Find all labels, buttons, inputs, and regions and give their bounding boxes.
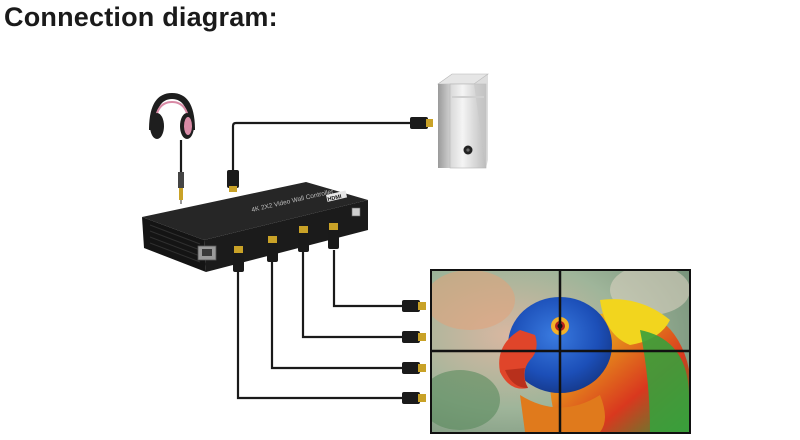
- hdmi-logo: HDMI: [327, 194, 343, 203]
- video-wall-icon: [430, 269, 691, 434]
- hdmi-out-4-connector: [233, 246, 244, 272]
- pc-tower-icon: [437, 73, 489, 169]
- hdmi-pc-connector: [410, 117, 433, 129]
- video-wall-controller: 4K 2X2 Video Wall Controller HDMI: [142, 182, 368, 272]
- hdmi-output-cable-1: [332, 250, 405, 308]
- page-title: Connection diagram:: [4, 2, 278, 32]
- wall-input-connectors: [402, 300, 426, 404]
- hdmi-output-cable-4: [236, 272, 405, 400]
- wall-hdmi-connector-2: [402, 331, 426, 343]
- hdmi-input-connector: [227, 170, 239, 192]
- wall-hdmi-connector-3: [402, 362, 426, 374]
- headphones-icon: [149, 92, 195, 204]
- hdmi-out-3-connector: [267, 236, 278, 262]
- hdmi-output-cable-2: [301, 250, 405, 339]
- device-output-connectors: [233, 223, 339, 272]
- hdmi-output-cable-3: [270, 262, 405, 370]
- wall-hdmi-connector-1: [402, 300, 426, 312]
- wall-hdmi-connector-4: [402, 392, 426, 404]
- cables: [179, 121, 418, 400]
- hdmi-out-1-connector: [328, 223, 339, 249]
- hdmi-input-cable: [231, 121, 418, 172]
- hdmi-out-2-connector: [298, 226, 309, 252]
